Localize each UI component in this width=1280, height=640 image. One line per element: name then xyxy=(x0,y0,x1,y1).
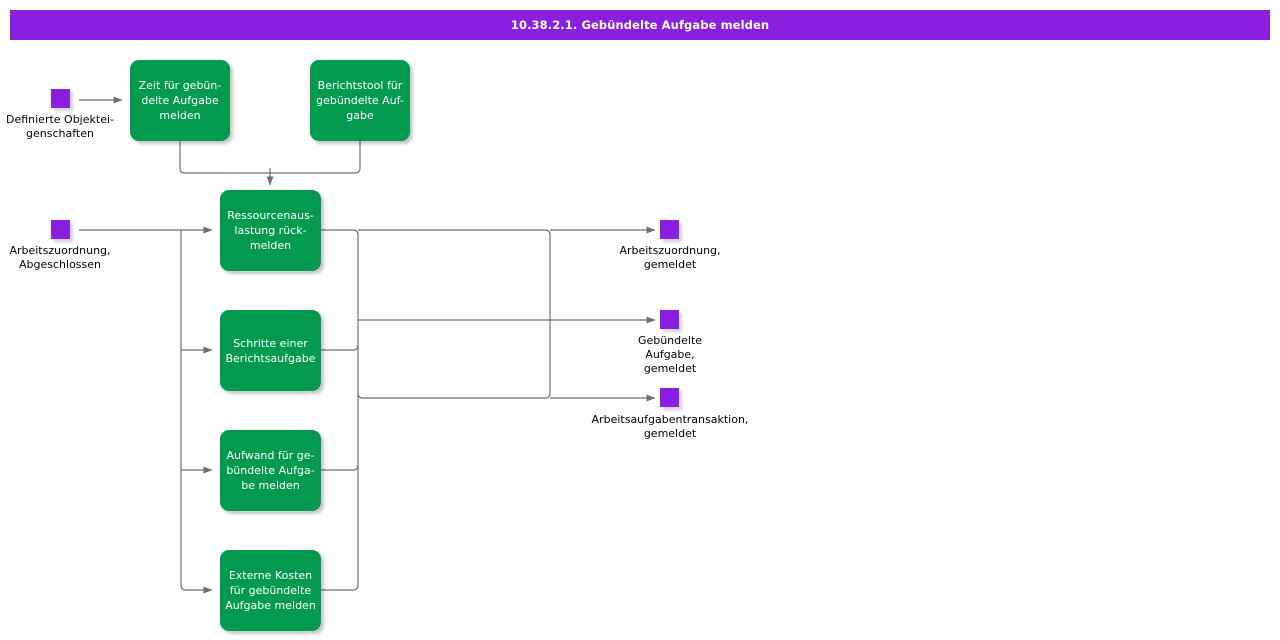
process-box-label: Berichtstool für gebündelte Auf- gabe xyxy=(316,79,404,122)
edge-berichtstool-to-ressourcen xyxy=(270,141,361,174)
process-box-schritte-einer-berichtsaufgabe[interactable]: Schritte einer Berichtsaufgabe xyxy=(220,310,321,391)
state-label-arbeitszuordnung-abgeschlossen: Arbeitszuordnung, Abgeschlossen xyxy=(9,244,111,271)
page-title: 10.38.2.1. Gebündelte Aufgabe melden xyxy=(510,18,770,32)
process-box-aufwand-fuer-gebuendelte-aufgabe-melden[interactable]: Aufwand für ge- bündelte Aufga- be melde… xyxy=(220,430,321,511)
input-bus-vertical xyxy=(180,230,213,594)
edge-externe-to-outbus xyxy=(321,584,359,591)
state-node-arbeitsaufgabentransaktion-gemeldet[interactable] xyxy=(660,388,679,407)
process-box-ressourcenauslastung-rueckmelden[interactable]: Ressourcenaus- lastung rück- melden xyxy=(220,190,321,271)
edge-schritte-to-outbus xyxy=(321,344,359,351)
process-box-externe-kosten-fuer-gebuendelte-aufgabe-melden[interactable]: Externe Kosten für gebündelte Aufgabe me… xyxy=(220,550,321,631)
state-node-gebuendelte-aufgabe-gemeldet[interactable] xyxy=(660,310,679,329)
state-node-definierte-objekteigenschaften[interactable] xyxy=(51,89,70,108)
process-box-label: Ressourcenaus- lastung rück- melden xyxy=(227,209,314,252)
state-label-arbeitsaufgabentransaktion-gemeldet: Arbeitsaufgabentransaktion, gemeldet xyxy=(591,413,749,440)
process-box-berichtstool-fuer-gebuendelte-aufgabe[interactable]: Berichtstool für gebündelte Auf- gabe xyxy=(310,60,410,141)
state-node-arbeitszuordnung-gemeldet[interactable] xyxy=(660,220,679,239)
process-box-label: Aufwand für ge- bündelte Aufga- be melde… xyxy=(226,449,315,492)
edge-zeit-to-ressourcen xyxy=(179,141,270,174)
edge-aufwand-to-outbus xyxy=(321,464,359,471)
process-box-zeit-fuer-gebuendelte-aufgabe-melden[interactable]: Zeit für gebün- delte Aufgabe melden xyxy=(130,60,230,141)
state-label-gebuendelte-aufgabe-gemeldet: Gebündelte Aufgabe, gemeldet xyxy=(637,334,703,375)
diagram-title-bar: 10.38.2.1. Gebündelte Aufgabe melden xyxy=(10,10,1270,40)
process-box-label: Zeit für gebün- delte Aufgabe melden xyxy=(138,79,222,122)
state-label-arbeitszuordnung-gemeldet: Arbeitszuordnung, gemeldet xyxy=(619,244,721,271)
state-label-definierte-objekteigenschaften: Definierte Objektei- genschaften xyxy=(5,113,114,140)
state-node-arbeitszuordnung-abgeschlossen[interactable] xyxy=(51,220,70,239)
edge-outbus-to-dist-top xyxy=(357,229,551,399)
process-box-label: Externe Kosten für gebündelte Aufgabe me… xyxy=(225,569,316,612)
process-box-label: Schritte einer Berichtsaufgabe xyxy=(225,336,316,365)
edge-ressourcen-to-outbus xyxy=(321,229,359,586)
